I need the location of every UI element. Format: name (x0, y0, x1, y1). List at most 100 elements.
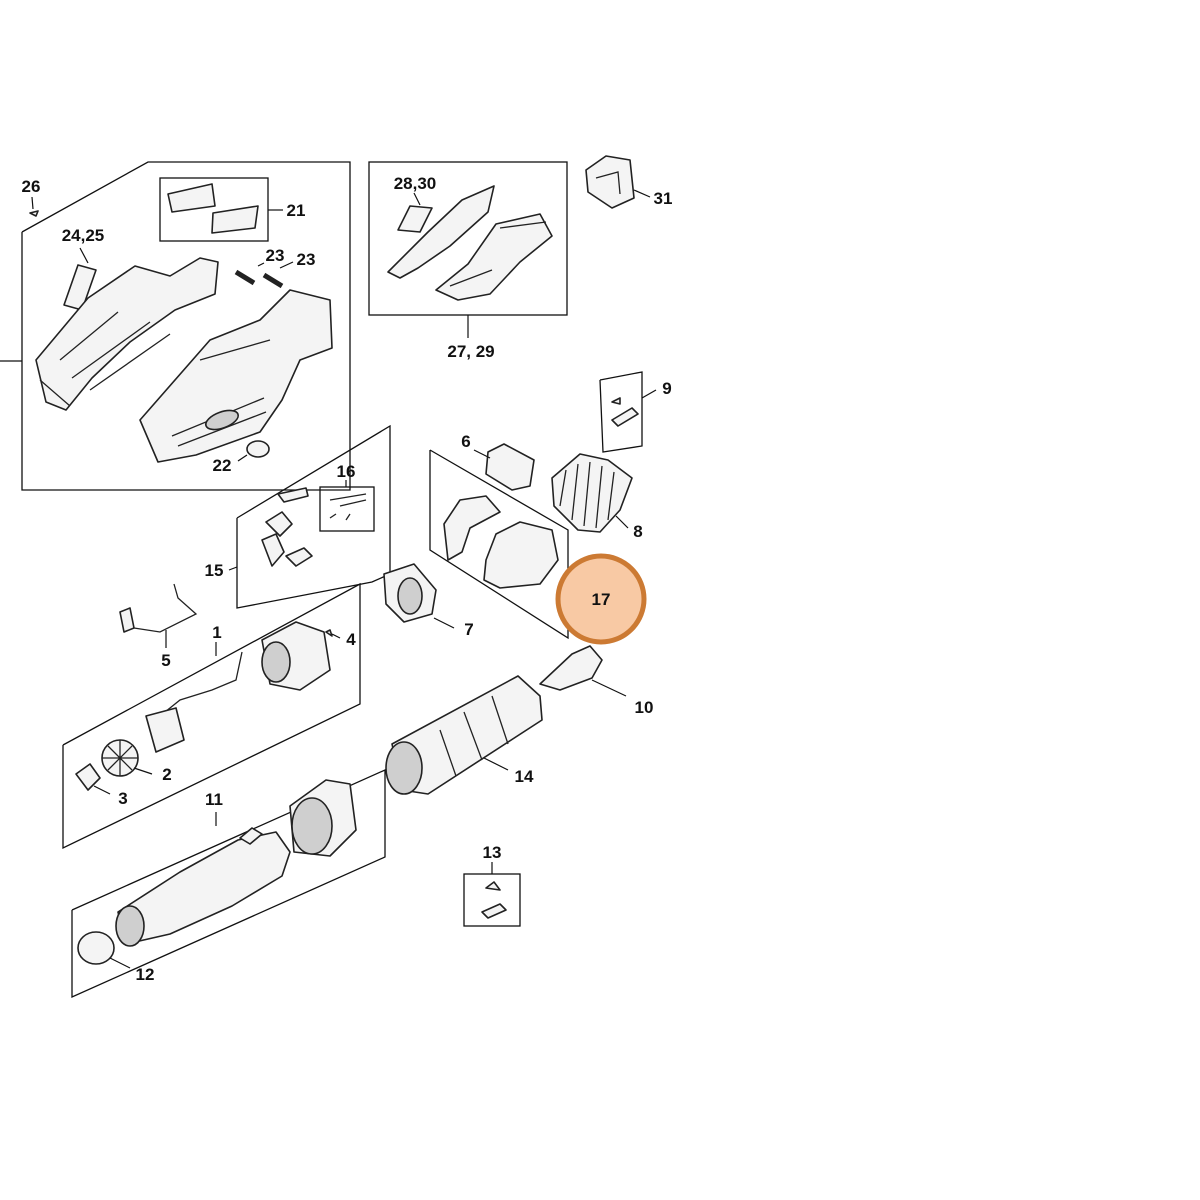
part-15-16-group (228, 424, 391, 609)
housing-half-left (35, 257, 219, 411)
callout-9[interactable]: 9 (662, 379, 671, 398)
leader-15 (228, 566, 238, 571)
callout-24-25[interactable]: 24,25 (62, 226, 105, 245)
part-5-switch (119, 607, 135, 633)
callout-labels: 26 24,25 21 23 23 22 28,30 27, 29 31 9 6… (22, 174, 673, 984)
part-1-motor-end (261, 641, 291, 683)
part-4-screw (325, 629, 333, 637)
part-8-grille (551, 453, 633, 533)
callout-31[interactable]: 31 (654, 189, 673, 208)
callout-11[interactable]: 11 (205, 790, 223, 809)
leader-8 (615, 515, 629, 529)
callout-14[interactable]: 14 (515, 767, 534, 786)
callout-3[interactable]: 3 (118, 789, 127, 808)
part-15d (285, 547, 313, 567)
callout-22[interactable]: 22 (213, 456, 232, 475)
part-13a (485, 881, 501, 891)
leader-3 (93, 785, 111, 795)
callout-21[interactable]: 21 (287, 201, 306, 220)
leader-14 (483, 757, 509, 771)
part-21b (211, 205, 259, 234)
part-10-nozzle (539, 645, 603, 691)
leader-9 (641, 389, 657, 399)
callout-7[interactable]: 7 (464, 620, 473, 639)
part-14-tube-rings (439, 695, 509, 777)
motor-group (62, 582, 361, 850)
housing-group (0, 161, 351, 491)
part-17-shroud-b (483, 521, 559, 589)
blower-tube-frame (71, 768, 386, 999)
part-10-group (539, 645, 627, 697)
callout-4[interactable]: 4 (346, 630, 356, 649)
part-5-wire (133, 583, 198, 633)
leader-4 (331, 633, 341, 639)
callout-16[interactable]: 16 (337, 462, 356, 481)
part-9-group (599, 371, 657, 453)
leader-31 (633, 189, 651, 198)
callout-17[interactable]: 17 (592, 590, 611, 609)
callout-27-29[interactable]: 27, 29 (447, 342, 494, 361)
callout-28-30[interactable]: 28,30 (394, 174, 437, 193)
part-22-badge (246, 440, 270, 458)
leader-23a (257, 262, 265, 267)
part-31-clip (585, 155, 635, 209)
part-1-board (145, 707, 185, 753)
callout-8[interactable]: 8 (633, 522, 642, 541)
part-16-box (319, 486, 375, 532)
callout-6[interactable]: 6 (461, 432, 470, 451)
leader-7 (433, 617, 455, 629)
housing-logo-oval (204, 409, 240, 431)
part-6-8-group (473, 443, 633, 533)
callout-15[interactable]: 15 (205, 561, 224, 580)
callout-5[interactable]: 5 (161, 651, 170, 670)
part-21a (167, 183, 216, 213)
leader-12 (109, 957, 131, 969)
part-8-slots (559, 461, 615, 529)
part-5-group (119, 583, 198, 648)
part-14-tube-end (385, 741, 423, 795)
leader-26 (31, 196, 34, 210)
leader-28-30 (413, 192, 421, 206)
callout-23-b[interactable]: 23 (297, 250, 316, 269)
housing-frame (21, 161, 351, 491)
part-17-group (429, 449, 585, 640)
part-9-frame (599, 371, 643, 453)
housing-half-right (139, 289, 333, 463)
part-11-tab (239, 827, 263, 845)
leader-10 (591, 679, 627, 697)
callout-2[interactable]: 2 (162, 765, 171, 784)
leader-6 (473, 449, 491, 459)
part-16 (329, 493, 367, 521)
part-3 (75, 763, 101, 791)
motor-frame (62, 582, 361, 850)
part-15-16-frame (236, 424, 391, 609)
leader-24-25 (79, 247, 89, 264)
part-17-frame (429, 449, 569, 640)
highlight-circle (555, 553, 647, 645)
callout-13[interactable]: 13 (483, 843, 502, 862)
part-13-box (463, 873, 521, 927)
part-31-detail (595, 171, 621, 195)
part-2-fan-blades (102, 740, 138, 776)
part-13-group (463, 862, 521, 927)
part-17-shroud-a (443, 495, 501, 561)
part-26-screw (29, 210, 39, 217)
part-28-30-cover (387, 185, 495, 279)
part-27-29-edges (449, 221, 547, 287)
part-24-25-label (63, 264, 97, 311)
callout-12[interactable]: 12 (136, 965, 155, 984)
part-11-tube (117, 831, 291, 945)
part-6 (485, 443, 535, 491)
callout-1[interactable]: 1 (212, 623, 221, 642)
part-15b (265, 511, 293, 537)
leader-2 (133, 767, 153, 775)
callout-23-a[interactable]: 23 (266, 246, 285, 265)
part-23-pins (234, 269, 284, 289)
callout-26[interactable]: 26 (22, 177, 41, 196)
leader-23b (279, 261, 294, 269)
callout-10[interactable]: 10 (635, 698, 654, 717)
part-27-29-cover (435, 213, 553, 301)
part-28-30-label (397, 205, 433, 233)
part-15a (277, 487, 309, 503)
